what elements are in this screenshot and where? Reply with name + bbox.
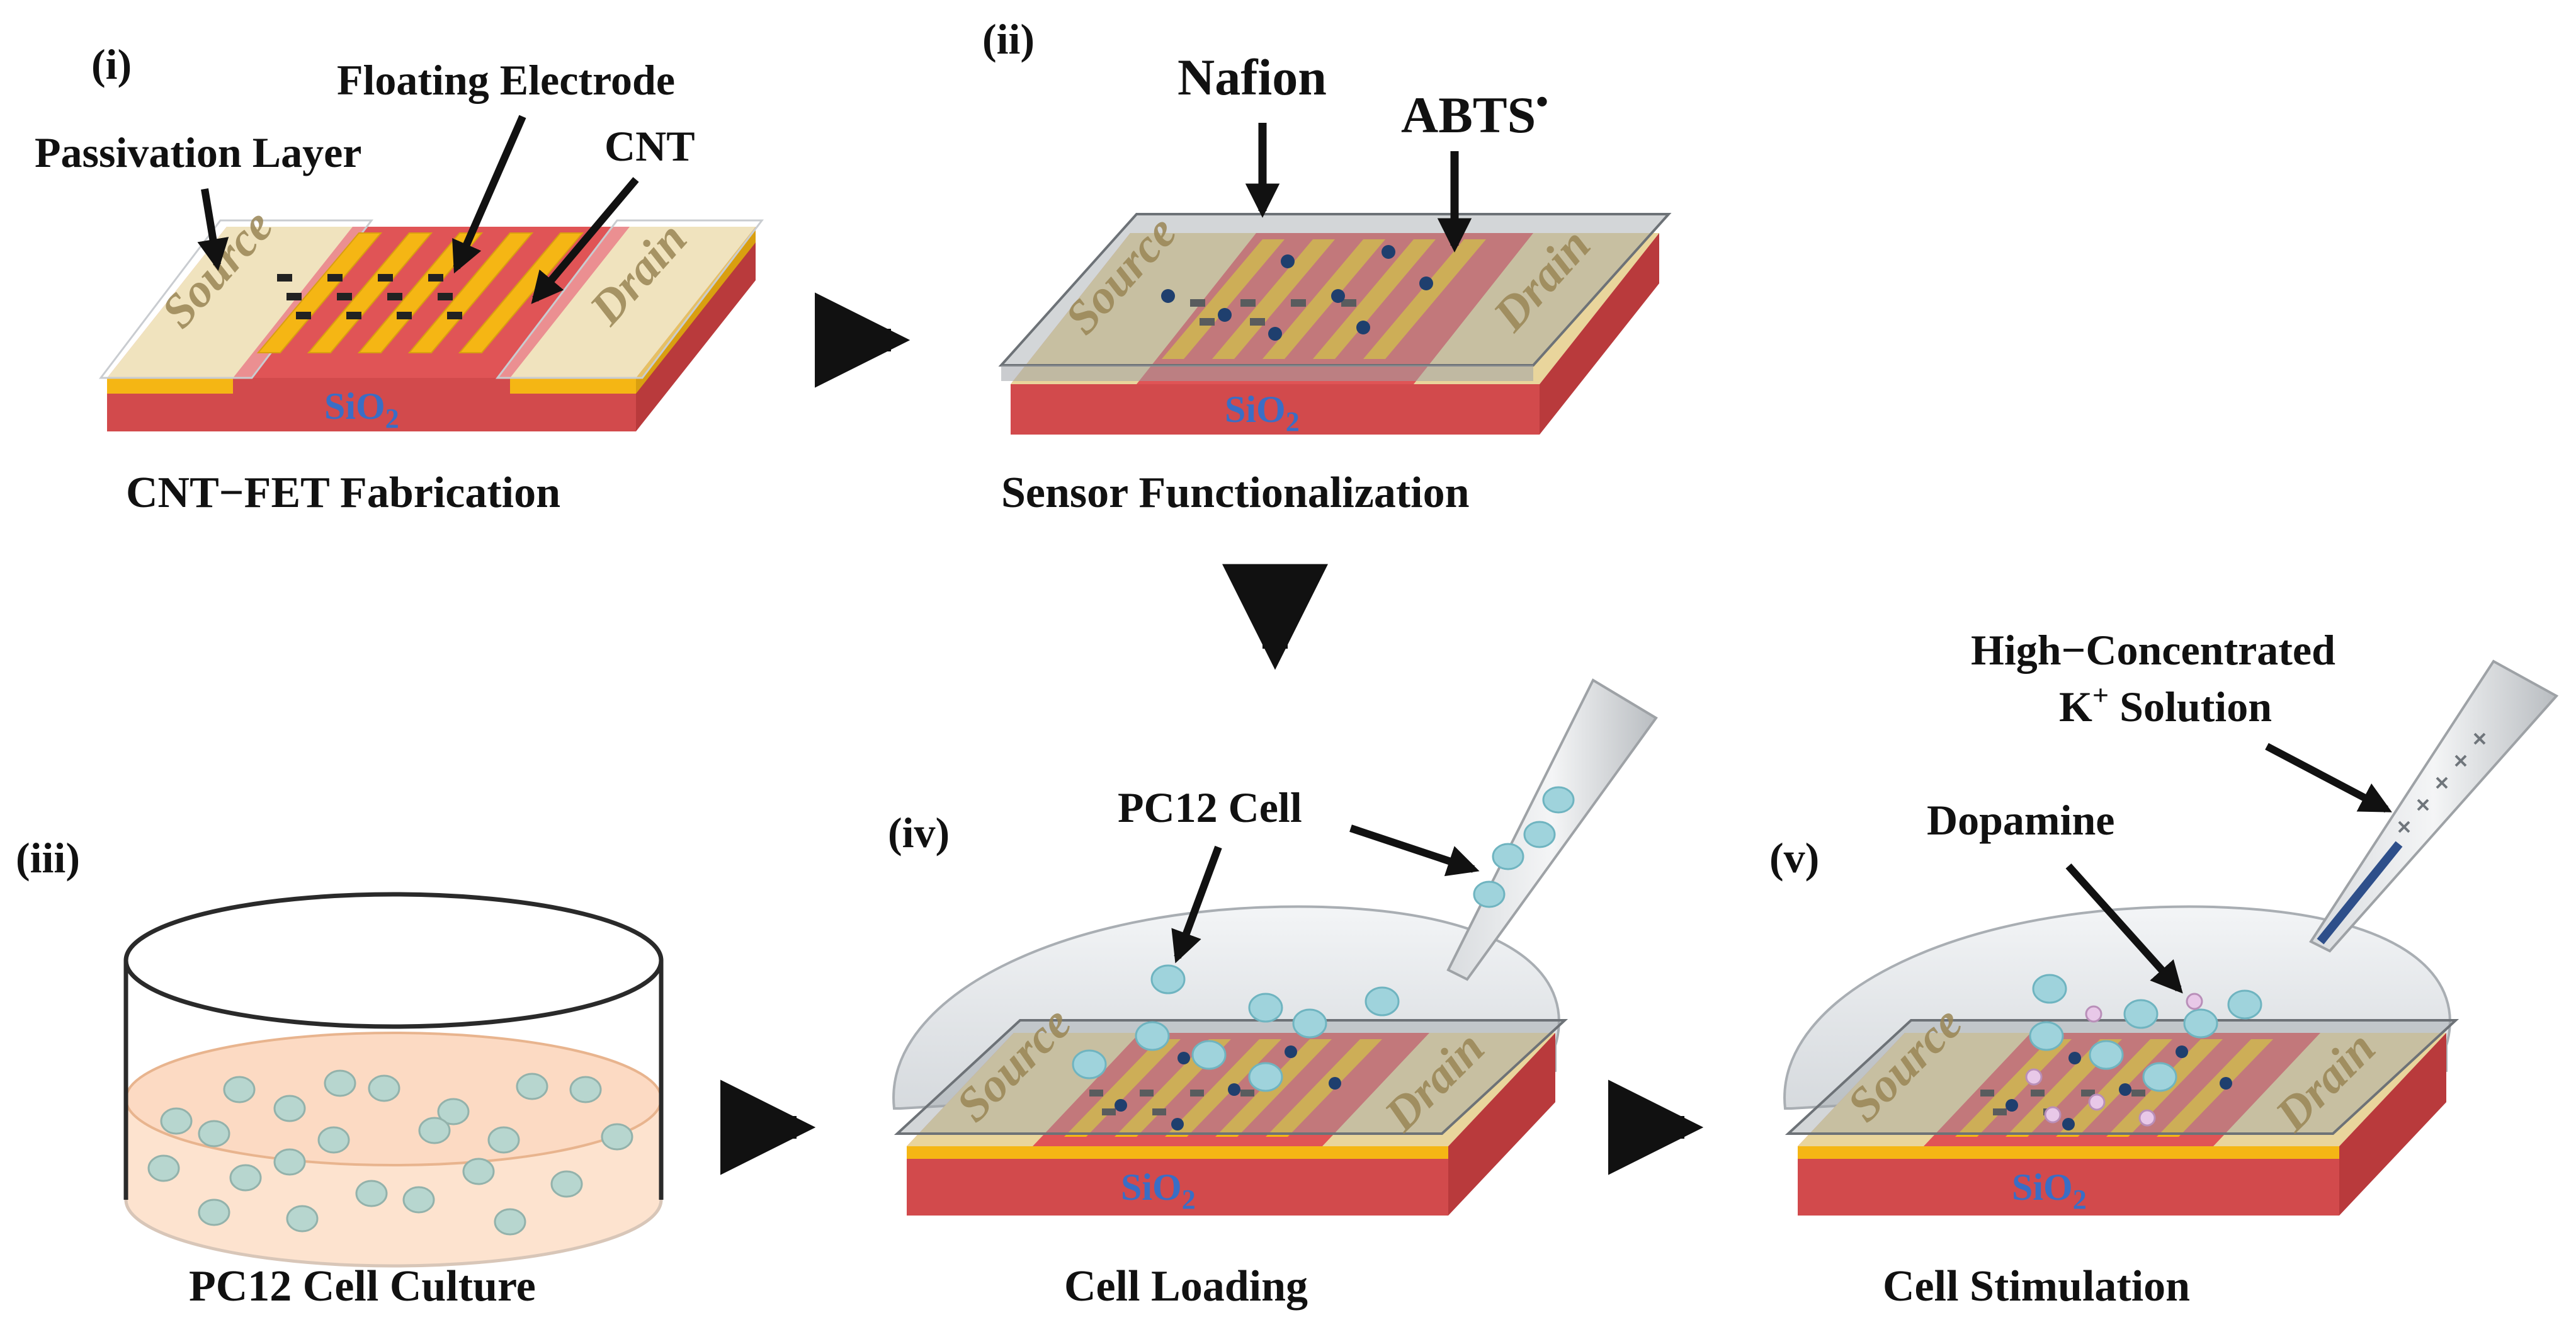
panel-label-ii: (ii) (982, 15, 1035, 63)
dish-rim (123, 892, 664, 1029)
drain-pad (510, 227, 756, 378)
k-solution (2317, 841, 2403, 945)
panel-v: (v) (1769, 626, 2559, 1311)
passivation-layer (98, 219, 374, 379)
dopamine-arrow (2065, 863, 2183, 994)
pipette-iv (1446, 678, 1658, 981)
panel-label-iii: (iii) (16, 834, 80, 882)
pc12-arrow-drop (1171, 845, 1222, 964)
device-i: Source Drain SiO2 (98, 200, 764, 434)
panel-ii: (ii) (982, 15, 1672, 517)
abts-label: ABTS• (1401, 83, 1548, 144)
k-solution-arrow (2265, 743, 2392, 813)
dopamine-molecules (2025, 1005, 2156, 1127)
device-iv: Source Drain SiO2 (894, 996, 1569, 1216)
panel-iv: (iv) (888, 678, 1658, 1311)
abts-molecules (1161, 245, 1433, 341)
cnt-network (277, 274, 462, 319)
nafion-label: Nafion (1177, 48, 1327, 106)
panel-label-v: (v) (1769, 834, 1819, 882)
device-ii: Source Drain SiO2 (998, 206, 1672, 437)
cnt-label: CNT (604, 122, 695, 170)
panel-i: (i) (35, 40, 764, 517)
svg-text:SiO2: SiO2 (2012, 1166, 2087, 1215)
dopamine-label: Dopamine (1927, 796, 2114, 844)
pipette-v (2309, 659, 2559, 953)
panel-label-iv: (iv) (888, 809, 950, 857)
cnt-arrow (531, 177, 639, 304)
svg-text:SiO2: SiO2 (1225, 389, 1300, 437)
caption-i: CNT−FET Fabrication (126, 469, 560, 517)
floating-electrode-label: Floating Electrode (337, 56, 675, 104)
floating-electrode-arrow (452, 115, 526, 274)
petri-dish (123, 892, 664, 1268)
substrate-label: SiO2 (324, 385, 399, 434)
svg-text:SiO2: SiO2 (1121, 1166, 1196, 1215)
floating-electrodes (256, 232, 584, 353)
pc12-cells (147, 1069, 633, 1236)
substrate-front (107, 378, 636, 431)
source-pad (107, 227, 353, 378)
pc12-cell-label: PC12 Cell (1118, 783, 1302, 831)
loaded-cells (1072, 1008, 1327, 1092)
panel-label-i: (i) (91, 40, 132, 88)
passivation-arrow (197, 188, 229, 271)
device-v: Source Drain SiO2 (1784, 996, 2460, 1216)
k-label-line1: High−Concentrated (1971, 626, 2335, 674)
caption-iv: Cell Loading (1064, 1262, 1308, 1311)
caption-iii: PC12 Cell Culture (189, 1262, 536, 1311)
caption-v: Cell Stimulation (1883, 1262, 2190, 1311)
pc12-arrow-pipette (1349, 824, 1480, 877)
panel-iii: (iii) (16, 834, 664, 1311)
k-label-line2: K+ Solution (2059, 679, 2272, 731)
caption-ii: Sensor Functionalization (1001, 469, 1470, 517)
passivation-layer-label: Passivation Layer (35, 128, 361, 176)
